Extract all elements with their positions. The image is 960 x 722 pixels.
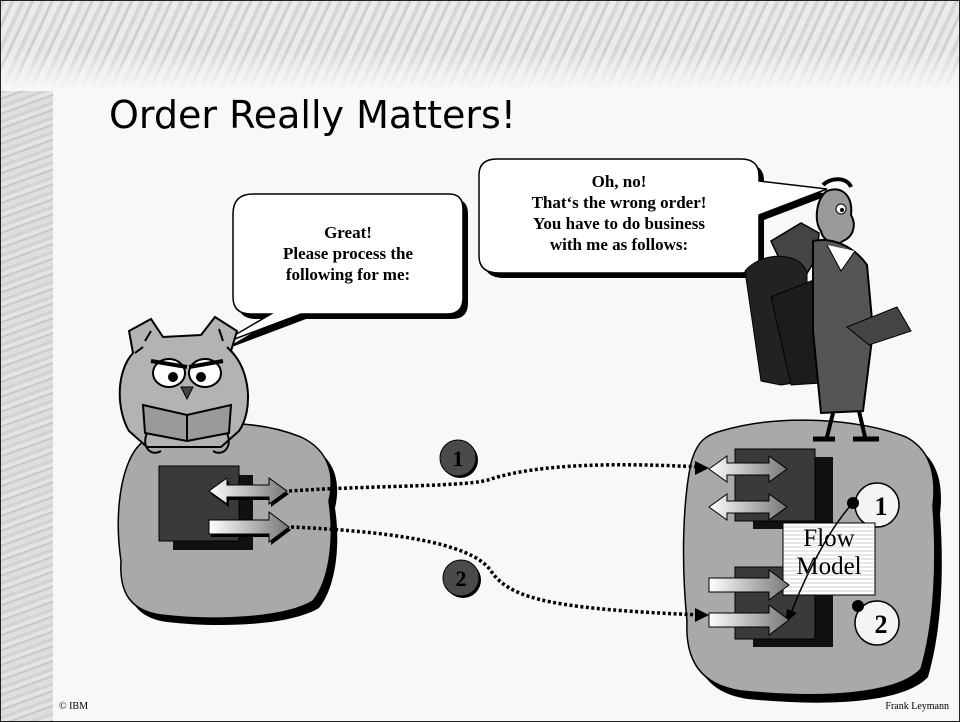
step-badge-1: 1 [440, 440, 478, 478]
footer-author: Frank Leymann [885, 701, 949, 712]
right-bubble-text: Oh, no! That‘s the wrong order! You have… [481, 171, 757, 255]
right-bubble-line-4: with me as follows: [481, 234, 757, 255]
right-bubble-line-2: That‘s the wrong order! [481, 192, 757, 213]
message-connector-1 [289, 465, 701, 491]
left-bubble-line-2: Please process the [237, 243, 459, 264]
flow-model-line-2: Model [781, 553, 877, 581]
right-bubble-line-3: You have to do business [481, 213, 757, 234]
step-badge-2-label: 2 [456, 566, 467, 591]
flow-step-2: 2 [875, 610, 888, 639]
owl-reading-icon [120, 317, 248, 453]
right-bubble-line-1: Oh, no! [481, 171, 757, 192]
left-bubble-line-1: Great! [237, 222, 459, 243]
step-badge-2: 2 [443, 560, 481, 598]
flow-model-label: Flow Model [781, 525, 877, 581]
tailor-with-suits-icon [745, 179, 911, 439]
flow-step-1: 1 [875, 492, 888, 521]
left-bubble-text: Great! Please process the following for … [237, 222, 459, 285]
footer-copyright: © IBM [59, 701, 88, 712]
flow-model-line-1: Flow [781, 525, 877, 553]
message-connector-2 [291, 527, 701, 615]
left-bubble-line-3: following for me: [237, 264, 459, 285]
step-badge-1-label: 1 [453, 446, 464, 471]
